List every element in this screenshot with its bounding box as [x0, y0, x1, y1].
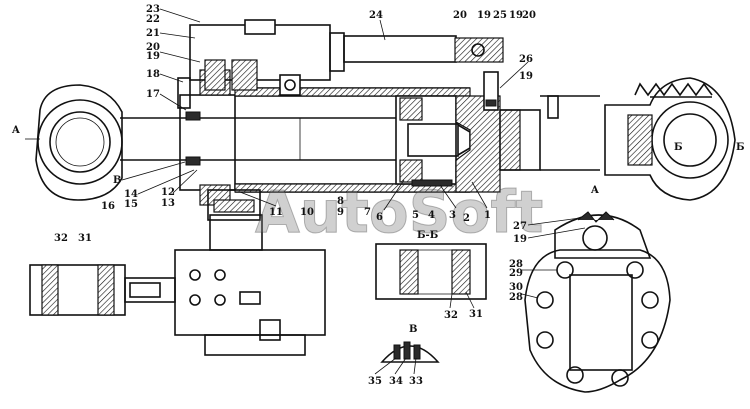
leader-lines	[25, 8, 586, 375]
label-20c: 20	[522, 10, 536, 21]
label-19b: 19	[477, 10, 491, 21]
section-b	[380, 341, 440, 363]
label-8: 8	[337, 196, 344, 207]
label-34: 34	[389, 376, 403, 387]
label-15: 15	[124, 199, 138, 210]
label-21: 21	[146, 28, 160, 39]
label-24: 24	[369, 10, 383, 21]
label-6: 6	[376, 212, 383, 223]
label-32a: 32	[54, 233, 68, 244]
piston	[395, 95, 471, 187]
view-a	[524, 211, 671, 393]
view-a-title: A	[590, 185, 599, 196]
section-b-title: B	[409, 324, 417, 335]
piston-rod	[120, 117, 400, 161]
label-19d: 19	[519, 71, 533, 82]
label-4: 4	[428, 210, 435, 221]
label-7: 7	[364, 207, 371, 218]
section-bb	[375, 243, 487, 300]
label-27: 27	[513, 221, 527, 232]
valve-body-top	[189, 19, 504, 96]
label-19e: 19	[513, 234, 527, 245]
label-11: 11	[269, 207, 283, 218]
label-13: 13	[161, 198, 175, 209]
label-5: 5	[412, 210, 419, 221]
label-22: 22	[146, 14, 160, 25]
label-1: 1	[484, 210, 491, 221]
label-20b: 20	[453, 10, 467, 21]
main-cylinder-view	[35, 19, 736, 221]
label-23: 23	[146, 4, 160, 15]
section-bb-title: Б-Б	[417, 230, 438, 241]
label-31a: 31	[78, 233, 92, 244]
label-29: 29	[509, 268, 523, 279]
label-25: 25	[493, 10, 507, 21]
label-33: 33	[409, 376, 423, 387]
part-labels: 23 22 21 20 19 18 17 A 24 20 19 25 19 20…	[11, 4, 745, 387]
label-31b: 31	[469, 309, 483, 320]
label-28a: 28	[509, 259, 523, 270]
label-19a: 19	[146, 51, 160, 62]
label-9: 9	[337, 207, 344, 218]
label-a-left: A	[11, 125, 20, 136]
label-20a: 20	[146, 42, 160, 53]
label-10: 10	[300, 207, 314, 218]
rear-head	[455, 71, 600, 193]
label-35: 35	[368, 376, 382, 387]
label-30: 30	[509, 282, 523, 293]
bottom-flange	[207, 189, 261, 221]
label-26: 26	[519, 54, 533, 65]
label-bb-left: Б	[674, 142, 683, 153]
label-12: 12	[161, 187, 175, 198]
label-19c: 19	[509, 10, 523, 21]
label-14: 14	[124, 189, 138, 200]
label-3: 3	[449, 210, 456, 221]
right-eye-end	[604, 77, 736, 201]
label-bb-right: Б	[736, 142, 745, 153]
label-28b: 28	[509, 292, 523, 303]
label-18: 18	[146, 69, 160, 80]
label-32b: 32	[444, 310, 458, 321]
watermark-text: AutoSoft	[255, 178, 543, 246]
label-16: 16	[101, 201, 115, 212]
lower-left-view	[29, 214, 326, 356]
left-eye-end	[35, 84, 123, 201]
label-b-main: B	[113, 175, 121, 186]
label-17: 17	[146, 89, 160, 100]
label-2: 2	[463, 213, 470, 224]
